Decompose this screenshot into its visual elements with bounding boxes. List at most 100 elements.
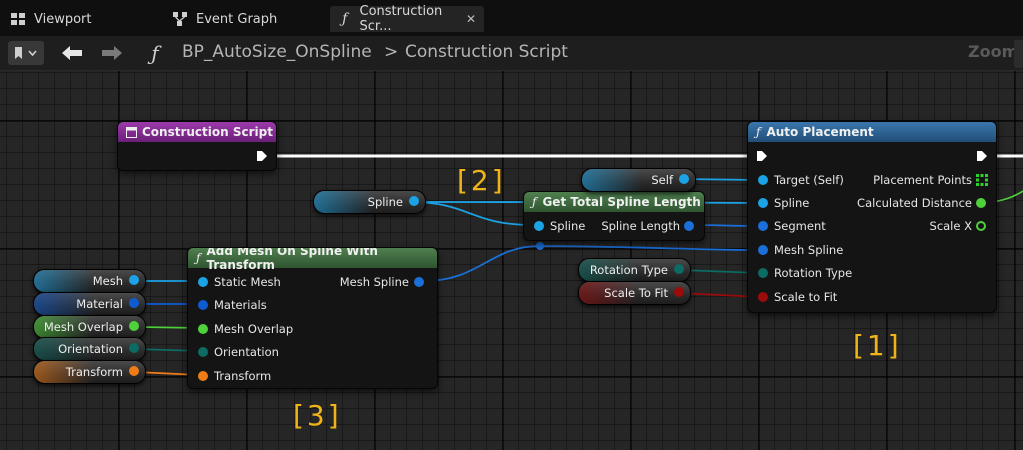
mesh-variable-node[interactable]: Mesh [33,269,146,293]
breadcrumb-blueprint[interactable]: BP_AutoSize_OnSpline [182,42,372,62]
array-pin[interactable] [976,174,988,186]
rotation-type-pin[interactable] [758,268,768,278]
spline-pin[interactable] [758,198,768,208]
placement-points-label: Placement Points [873,173,972,187]
mesh-spline-pin[interactable] [758,245,768,255]
tab-viewport-label: Viewport [34,11,92,27]
self-node[interactable]: Self [581,168,696,192]
tab-viewport[interactable]: Viewport [10,6,92,32]
static-mesh-pin[interactable] [198,277,208,287]
transform-variable-pin[interactable] [129,366,139,376]
mesh-variable-pin[interactable] [129,275,139,285]
function-icon: ƒ [342,11,348,27]
wire-rotation [679,269,761,274]
auto-placement-title: Auto Placement [766,125,874,139]
calculated-distance-pin[interactable] [976,198,986,208]
arrow-right-icon [102,46,122,60]
static-mesh-label: Static Mesh [214,275,281,289]
tab-event-graph-label: Event Graph [196,11,278,27]
breadcrumb-graph: Construction Script [405,42,568,62]
scale-to-fit-variable-pin[interactable] [674,287,684,297]
rotation-type-variable-node[interactable]: Rotation Type [578,258,691,282]
zoom-indicator: Zoom [968,42,1019,61]
spline-length-label: Spline Length [601,219,680,233]
spline-label: Spline [774,196,810,210]
exec-in-pin[interactable] [756,150,768,162]
target-pin[interactable] [758,175,768,185]
add-mesh-on-spline-title: Add Mesh On Spline With Transform [206,247,378,272]
spline-length-pin[interactable] [684,221,694,231]
get-total-spline-length-title: Get Total Spline Length [542,195,701,209]
orientation-pin[interactable] [198,347,208,357]
mesh-overlap-variable-label: Mesh Overlap [43,320,123,334]
spline-variable-label: Spline [367,195,403,209]
get-total-spline-length-node[interactable]: ƒ Get Total Spline Length Spline Spline … [523,191,705,241]
forward-button[interactable] [100,41,124,65]
calculated-distance-label: Calculated Distance [857,196,972,210]
scale-to-fit-variable-node[interactable]: Scale To Fit [578,281,691,305]
get-total-spline-length-header: ƒ Get Total Spline Length [524,192,704,212]
tab-construction-script-label: Construction Scr... [359,4,443,34]
material-variable-node[interactable]: Material [33,292,146,316]
transform-variable-label: Transform [65,365,123,379]
material-variable-pin[interactable] [129,298,139,308]
scale-x-label: Scale X [929,219,972,233]
graph-icon [172,11,188,27]
rotation-type-variable-pin[interactable] [674,264,684,274]
function-icon: ƒ [756,125,761,139]
bookmark-icon [15,47,37,59]
segment-label: Segment [774,219,826,233]
auto-placement-header: ƒ Auto Placement [748,122,996,142]
construction-script-node[interactable]: Construction Script [117,121,277,171]
mesh-spline-label: Mesh Spline [774,243,844,257]
function-icon: ƒ [196,251,201,265]
bookmark-button[interactable] [8,41,44,65]
exec-out-pin[interactable] [976,150,988,162]
mesh-overlap-pin[interactable] [198,324,208,334]
arrow-left-icon [62,46,82,60]
mesh-overlap-variable-node[interactable]: Mesh Overlap [33,315,146,339]
add-mesh-on-spline-node[interactable]: ƒ Add Mesh On Spline With Transform Stat… [187,247,438,389]
self-pin[interactable] [679,174,689,184]
orientation-variable-node[interactable]: Orientation [33,337,146,361]
exec-out-pin[interactable] [256,150,268,162]
orientation-variable-label: Orientation [58,342,123,356]
close-icon[interactable]: ✕ [465,12,476,26]
spline-input-pin[interactable] [534,221,544,231]
transform-label: Transform [214,369,272,383]
scale-to-fit-pin[interactable] [758,292,768,302]
mesh-overlap-variable-pin[interactable] [129,321,139,331]
transform-variable-node[interactable]: Transform [33,360,146,384]
toolbar-grip[interactable] [1014,40,1023,68]
mesh-variable-label: Mesh [92,274,123,288]
mesh-spline-output-label: Mesh Spline [339,275,409,289]
rotation-type-label: Rotation Type [774,266,853,280]
self-label: Self [651,173,673,187]
graph-canvas[interactable]: Construction Script ƒ Auto Placement Tar… [0,71,1023,450]
tab-event-graph[interactable]: Event Graph [172,6,277,32]
mesh-spline-output-pin[interactable] [414,277,424,287]
annotation-label-1: [1] [853,329,902,362]
target-label: Target (Self) [774,173,844,187]
reroute-knot [536,242,544,250]
spline-variable-node[interactable]: Spline [313,190,426,214]
auto-placement-node[interactable]: ƒ Auto Placement Target (Self) Spline Se… [747,121,997,313]
materials-label: Materials [214,298,267,312]
construction-script-header: Construction Script [118,122,276,142]
annotation-label-2: [2] [457,164,506,197]
event-icon [126,126,137,138]
segment-pin[interactable] [758,221,768,231]
mesh-overlap-label: Mesh Overlap [214,322,294,336]
orientation-variable-pin[interactable] [129,343,139,353]
spline-variable-pin[interactable] [409,196,419,206]
material-variable-label: Material [76,297,123,311]
wire-meshspline [423,245,761,282]
transform-pin[interactable] [198,371,208,381]
tab-construction-script[interactable]: ƒ Construction Scr... ✕ [330,4,484,34]
annotation-label-3: [3] [293,399,342,432]
scale-x-pin[interactable] [976,221,986,231]
back-button[interactable] [60,41,84,65]
materials-pin[interactable] [198,300,208,310]
rotation-type-variable-label: Rotation Type [589,263,668,277]
function-icon: ƒ [532,195,537,209]
